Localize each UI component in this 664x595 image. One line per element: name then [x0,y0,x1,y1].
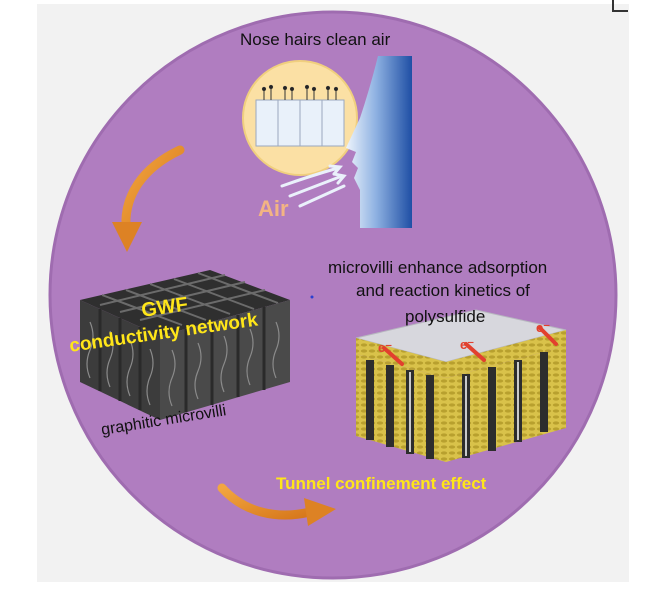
face-profile [346,56,412,228]
curved-arrow-right-icon [217,483,336,526]
electron-label: e⁻ [378,340,392,355]
nose-hairs-title: Nose hairs clean air [240,30,391,49]
polysulfide-label: polysulfide [405,307,486,326]
tunnel-confinement-label: Tunnel confinement effect [276,474,487,493]
curved-arrow-down-icon [112,145,185,252]
electron-label: e⁻ [536,320,550,335]
microvilli-block [355,309,567,462]
corner-mark [612,0,628,12]
stray-dot [310,295,314,299]
gwf-block [80,270,290,420]
air-label: Air [258,196,289,221]
electron-label: e⁻ [460,337,474,352]
nose-hair-inset [242,60,358,176]
air-stream-icon [280,164,347,208]
microvilli-caption-line2: and reaction kinetics of [356,281,530,300]
microvilli-caption-line1: microvilli enhance adsorption [328,258,548,277]
